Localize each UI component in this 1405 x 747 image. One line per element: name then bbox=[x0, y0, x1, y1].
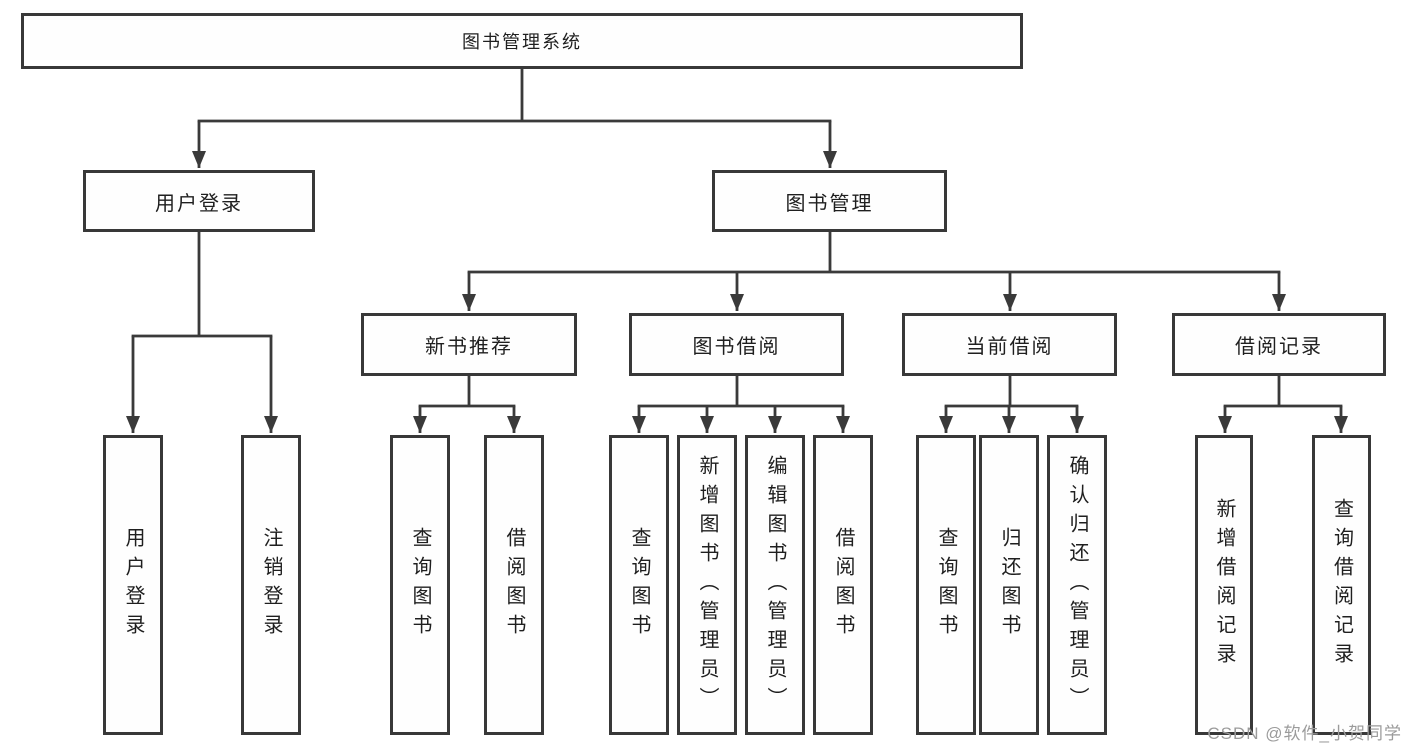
node-label: 图书管理系统 bbox=[462, 32, 582, 52]
node-user-login: 用户登录 bbox=[83, 170, 315, 232]
leaf-label: 归还图书 bbox=[998, 527, 1020, 643]
node-book-management: 图书管理 bbox=[712, 170, 947, 232]
leaf-label: 查询图书 bbox=[628, 527, 650, 643]
leaf-label: 查询图书 bbox=[409, 527, 431, 643]
leaf-label: 新增图书（管理员） bbox=[696, 454, 718, 716]
node-library-management-system: 图书管理系统 bbox=[21, 13, 1023, 69]
leaf-user-login: 用户登录 bbox=[103, 435, 163, 735]
leaf-label: 编辑图书（管理员） bbox=[764, 454, 786, 716]
leaf-confirm-return-admin: 确认归还（管理员） bbox=[1047, 435, 1107, 735]
leaf-query-books-3: 查询图书 bbox=[916, 435, 976, 735]
leaf-label: 查询图书 bbox=[935, 527, 957, 643]
node-current-borrowing: 当前借阅 bbox=[902, 313, 1117, 376]
leaf-borrow-books-1: 借阅图书 bbox=[484, 435, 544, 735]
leaf-label: 确认归还（管理员） bbox=[1066, 454, 1088, 716]
leaf-label: 新增借阅记录 bbox=[1213, 498, 1235, 672]
node-new-book-recommend: 新书推荐 bbox=[361, 313, 577, 376]
leaf-label: 借阅图书 bbox=[832, 527, 854, 643]
leaf-borrow-books-2: 借阅图书 bbox=[813, 435, 873, 735]
node-book-borrowing: 图书借阅 bbox=[629, 313, 844, 376]
node-label: 当前借阅 bbox=[965, 336, 1054, 358]
leaf-query-books-2: 查询图书 bbox=[609, 435, 669, 735]
leaf-add-borrow-record: 新增借阅记录 bbox=[1195, 435, 1253, 735]
leaf-query-borrow-record: 查询借阅记录 bbox=[1312, 435, 1371, 735]
connector-lines bbox=[131, 67, 1343, 408]
node-label: 借阅记录 bbox=[1235, 336, 1323, 358]
node-label: 图书管理 bbox=[785, 192, 874, 215]
leaf-label: 用户登录 bbox=[122, 527, 144, 643]
node-label: 新书推荐 bbox=[425, 336, 513, 358]
leaf-label: 查询借阅记录 bbox=[1330, 498, 1353, 672]
node-label: 图书借阅 bbox=[692, 336, 781, 358]
leaf-add-books-admin: 新增图书（管理员） bbox=[677, 435, 737, 735]
csdn-watermark: CSDN @软件_小贺同学 bbox=[1207, 724, 1402, 743]
leaf-label: 借阅图书 bbox=[503, 527, 525, 643]
leaf-label: 注销登录 bbox=[260, 527, 282, 643]
node-label: 用户登录 bbox=[155, 192, 243, 215]
node-borrowing-records: 借阅记录 bbox=[1172, 313, 1386, 376]
leaf-return-books: 归还图书 bbox=[979, 435, 1039, 735]
leaf-edit-books-admin: 编辑图书（管理员） bbox=[745, 435, 805, 735]
leaf-query-books-1: 查询图书 bbox=[390, 435, 450, 735]
leaf-logout: 注销登录 bbox=[241, 435, 301, 735]
